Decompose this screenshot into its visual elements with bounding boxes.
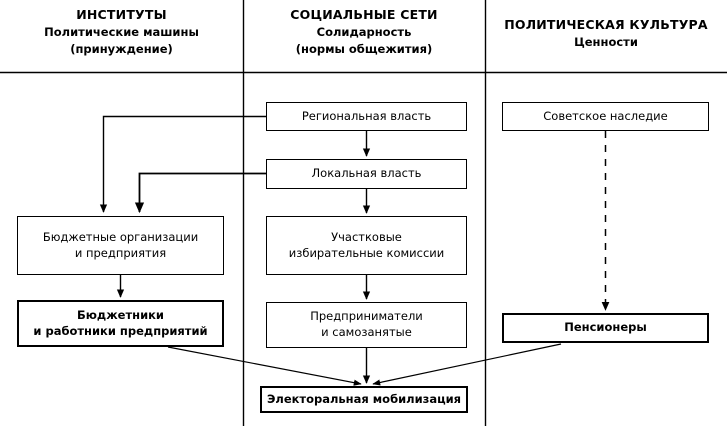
node-entrepreneurs-label: Предприниматели и самозанятые: [310, 309, 423, 339]
column-header-institutions-title: ИНСТИТУТЫ: [76, 7, 167, 22]
node-local-power[interactable]: Локальная власть: [266, 159, 467, 189]
node-precinct-commissions-label: Участковые избирательные комиссии: [288, 229, 445, 260]
column-header-institutions-subtitle: Политические машины: [44, 25, 199, 40]
column-header-political-culture-subtitle: Ценности: [574, 35, 638, 50]
node-soviet-legacy-label: Советское наследие: [543, 108, 668, 123]
column-header-social-networks-subtitle: Солидарность: [316, 25, 412, 40]
node-budget-workers-label: Бюджетники и работники предприятий: [33, 307, 208, 338]
edge-workers-to-mobilization: [167, 346, 362, 386]
node-budget-organizations-label: Бюджетные организации и предприятия: [42, 229, 199, 260]
node-pensioners[interactable]: Пенсионеры: [502, 313, 709, 343]
node-regional-power-label: Региональная власть: [301, 108, 432, 123]
column-header-social-networks-title: СОЦИАЛЬНЫЕ СЕТИ: [290, 7, 438, 22]
node-budget-workers[interactable]: Бюджетники и работники предприятий: [17, 300, 224, 347]
node-soviet-legacy[interactable]: Советское наследие: [502, 102, 709, 131]
node-budget-organizations[interactable]: Бюджетные организации и предприятия: [17, 216, 224, 275]
edge-regional-to-budget-orgs: [99, 115, 266, 213]
node-electoral-mobilization[interactable]: Электоральная мобилизация: [260, 386, 468, 413]
column-header-social-networks: СОЦИАЛЬНЫЕ СЕТИ Солидарность (нормы обще…: [243, 6, 485, 57]
node-electoral-mobilization-label: Электоральная мобилизация: [266, 391, 462, 406]
node-local-power-label: Локальная власть: [311, 166, 422, 181]
column-header-political-culture-title: ПОЛИТИЧЕСКАЯ КУЛЬТУРА: [504, 17, 708, 32]
edge-pensioners-to-mobilization: [372, 343, 562, 386]
node-pensioners-label: Пенсионеры: [564, 320, 647, 335]
column-header-institutions: ИНСТИТУТЫ Политические машины (принужден…: [0, 6, 243, 57]
edge-local-to-budget-orgs: [134, 172, 266, 214]
node-regional-power[interactable]: Региональная власть: [266, 102, 467, 131]
column-header-social-networks-note: (нормы общежития): [295, 41, 433, 56]
node-precinct-commissions[interactable]: Участковые избирательные комиссии: [266, 216, 467, 275]
column-header-political-culture: ПОЛИТИЧЕСКАЯ КУЛЬТУРА Ценности: [485, 16, 727, 51]
node-entrepreneurs[interactable]: Предприниматели и самозанятые: [266, 302, 467, 348]
column-header-institutions-note: (принуждение): [70, 41, 173, 56]
